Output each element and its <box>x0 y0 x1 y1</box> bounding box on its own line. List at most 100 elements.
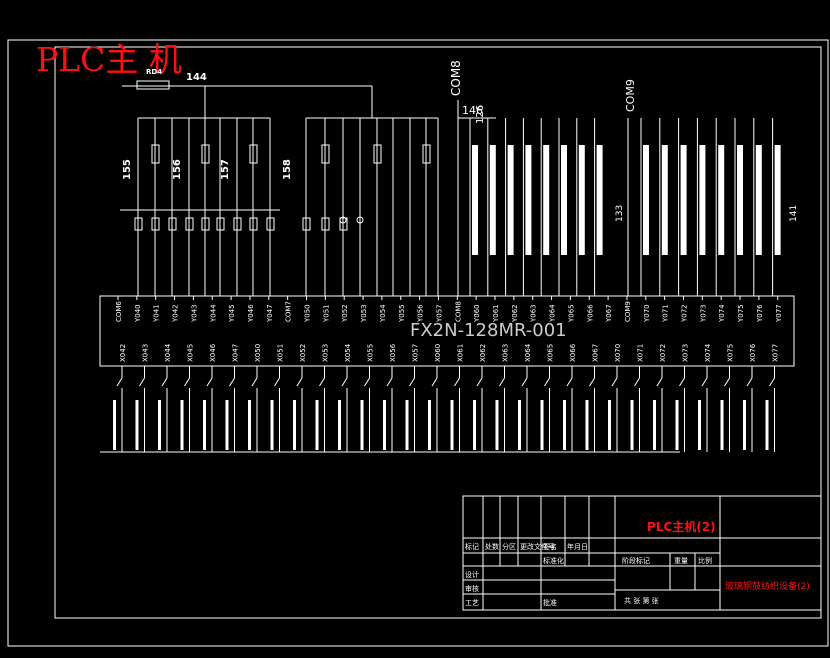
bottom-terminal-label: X067 <box>592 344 600 362</box>
top-terminal-label: Y065 <box>567 304 575 323</box>
bottom-terminal-label: X042 <box>119 344 127 362</box>
input-label-bar <box>630 400 634 450</box>
weight-label: 重量 <box>674 557 688 565</box>
bottom-terminal-label: X054 <box>344 343 352 362</box>
input-label-bar <box>248 400 251 450</box>
input-label-bar <box>495 400 499 450</box>
input-label-bar <box>473 400 476 450</box>
bottom-terminal-label: X073 <box>682 344 690 362</box>
drawing-title: PLC主机(2) <box>647 519 716 534</box>
top-terminal-label: Y040 <box>134 304 142 323</box>
output-description-bar <box>596 145 603 255</box>
bottom-terminal-label: X061 <box>457 344 465 362</box>
output-description: 前翻转手平移电机快速 <box>585 195 593 255</box>
bottom-terminal-label: X062 <box>479 344 487 362</box>
input-label-bar <box>203 400 206 450</box>
input-label-bar <box>383 400 386 450</box>
designer-label: 设计 <box>465 570 479 579</box>
bottom-terminal-label: X044 <box>164 343 172 362</box>
top-terminal-label: Y073 <box>699 304 707 323</box>
top-terminal-label: Y062 <box>511 304 519 323</box>
bottom-terminal-label: X045 <box>187 344 195 362</box>
top-terminal-label: COM6 <box>115 301 123 322</box>
top-terminal-label: Y053 <box>360 304 368 323</box>
approve-label: 批准 <box>543 598 557 607</box>
top-terminal-label: Y056 <box>417 304 425 323</box>
output-description-bar <box>578 145 585 255</box>
revision-header: 处数 <box>485 542 499 551</box>
revision-header: 标记 <box>465 542 479 551</box>
bottom-terminal-label: X057 <box>412 344 420 362</box>
top-terminal-label: Y055 <box>398 304 406 323</box>
bottom-terminal-label: X050 <box>254 344 262 362</box>
bottom-terminal-label: X055 <box>367 344 375 362</box>
bottom-terminal-label: X046 <box>209 343 217 362</box>
output-description-bar <box>737 145 743 255</box>
bottom-terminal-label: X043 <box>142 344 150 362</box>
output-description: 前翻转手升降电机快速 <box>514 195 522 255</box>
input-label-bar <box>675 400 679 450</box>
relay-coil <box>339 217 348 231</box>
lamp-symbol <box>339 216 347 224</box>
bottom-terminal-label: X051 <box>277 344 285 362</box>
relay-coil <box>185 217 194 231</box>
output-description-bar <box>525 145 532 255</box>
output-description: 前翻转手平移电机前 <box>549 201 557 255</box>
output-description-bar <box>643 145 649 255</box>
output-description-bar <box>680 145 687 255</box>
relay-coil <box>134 217 143 231</box>
node-133: 133 <box>615 205 625 222</box>
input-label-bar <box>608 400 611 450</box>
scale-label: 比例 <box>698 556 712 565</box>
input-label-bar <box>450 400 454 450</box>
top-terminal-label: COM9 <box>624 301 632 322</box>
output-description: 前翻转手升降电机慢速 <box>531 195 539 255</box>
top-terminal-label: Y077 <box>775 304 783 323</box>
revision-headers: 标记处数分区更改文件号签名年月日 <box>465 542 588 551</box>
input-label-bar <box>720 400 724 450</box>
output-description: 后翻转手升降电机上升 <box>649 195 657 255</box>
output-description-bar <box>774 145 781 255</box>
input-label-bar <box>585 400 589 450</box>
com8-label: COM8 <box>449 60 463 96</box>
output-description: 后翻转手平移电机前 <box>724 201 732 255</box>
outer-frame <box>7 39 829 647</box>
input-label-bar <box>765 400 769 450</box>
relay-coil <box>201 217 210 231</box>
output-description: 后翻转手平移电机快速 <box>762 195 770 255</box>
output-description: 后翻转手平移电机后 <box>743 201 751 255</box>
top-terminal-label: Y066 <box>586 304 594 323</box>
output-description: 后翻转手升降电机下降 <box>668 195 676 255</box>
input-label-bar <box>743 400 746 450</box>
bottom-terminal-label: X066 <box>569 343 577 362</box>
revision-header: 更改文件号 <box>520 542 555 551</box>
interlock-contact <box>201 144 210 164</box>
relay-coil <box>249 217 258 231</box>
revision-header: 签名 <box>543 542 557 551</box>
node-141: 141 <box>789 205 799 222</box>
bottom-terminal-label: X052 <box>299 344 307 362</box>
plc-module <box>99 295 795 367</box>
top-terminal-label: Y075 <box>737 304 745 323</box>
title-block: 标记处数分区更改文件号签名年月日 PLC主机(2) 玻璃钢鼓纺织设备(2) 设计… <box>462 495 822 611</box>
fuse-label: RD4 <box>146 68 162 76</box>
top-terminal-label: Y052 <box>341 304 349 323</box>
top-terminal-label: Y063 <box>530 304 538 323</box>
input-label-bar <box>405 400 409 450</box>
top-terminal-label: Y043 <box>190 304 198 323</box>
group-node-label: 155 <box>122 159 133 180</box>
interlock-contact <box>151 144 160 164</box>
sheets-label: 共 张 第 张 <box>624 596 659 605</box>
output-description: 前翻转手平移电机慢速 <box>603 195 611 255</box>
top-terminal-label: Y057 <box>435 304 443 323</box>
group-node-label: 156 <box>172 159 183 180</box>
top-terminal-label: Y054 <box>379 304 387 323</box>
output-description-bar <box>507 145 514 255</box>
bottom-terminal-label: X076 <box>749 343 757 362</box>
interlock-contact <box>249 144 258 164</box>
input-label-bar <box>698 400 701 450</box>
relay-coil <box>151 217 160 231</box>
interlock-contact <box>321 144 330 164</box>
output-description: 前翻转手升降电机下降 <box>496 195 504 255</box>
